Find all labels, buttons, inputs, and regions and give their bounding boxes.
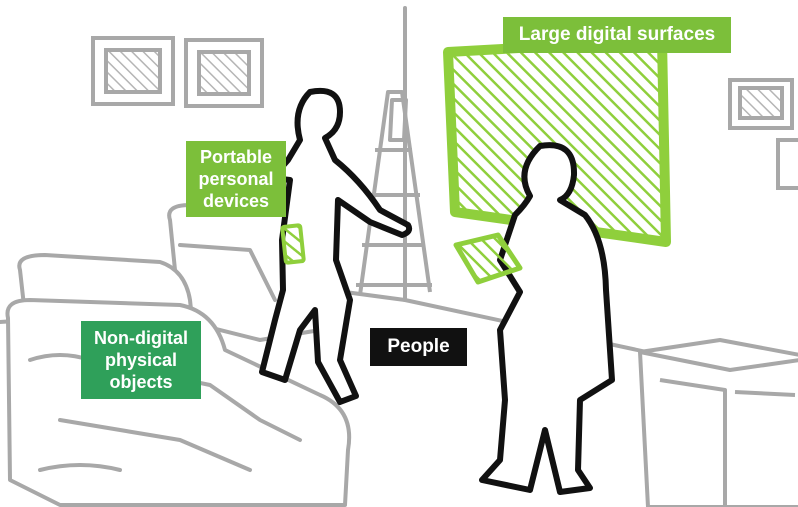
person-with-tablet	[479, 142, 615, 495]
label-large-digital-surfaces: Large digital surfaces	[503, 17, 731, 53]
portable-device	[280, 223, 306, 265]
shelf	[356, 90, 432, 296]
wall-frames-right	[728, 78, 798, 190]
label-portable-personal-devices: Portable personal devices	[186, 141, 286, 217]
wall-frames-left	[91, 36, 264, 108]
label-non-digital-physical-objects: Non-digital physical objects	[81, 321, 201, 399]
label-people: People	[370, 328, 467, 366]
cabinet	[638, 338, 798, 507]
tablet-device	[453, 232, 523, 285]
